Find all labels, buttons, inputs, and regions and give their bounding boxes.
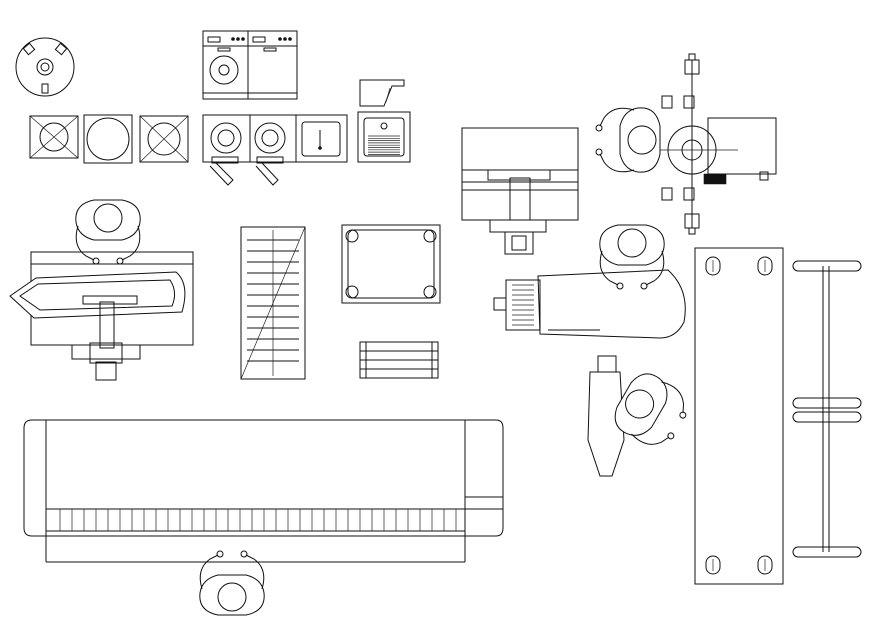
utility-sink-block <box>358 112 410 162</box>
square-units-block <box>30 115 188 163</box>
sleeve-board-block <box>588 356 624 476</box>
garment-press-block <box>462 128 578 254</box>
long-table-block <box>695 248 783 584</box>
operator-figure <box>608 367 696 455</box>
drying-rack-block <box>360 342 438 378</box>
operator-figure <box>76 200 140 264</box>
press-operator-block <box>494 270 685 338</box>
rotary-machine-block <box>650 54 776 234</box>
washer-extractor-block <box>203 31 297 99</box>
operator-figure <box>200 551 264 615</box>
front-load-washer-block <box>203 115 347 185</box>
pressing-machine-block <box>10 252 193 380</box>
flatwork-ironer-block <box>24 420 503 562</box>
work-table-block <box>342 225 440 303</box>
operator-figure <box>596 108 660 172</box>
folding-table-block <box>241 227 305 379</box>
clothes-rail-block <box>793 261 861 557</box>
round-tank-block <box>16 38 74 96</box>
operator-figure-block <box>76 108 696 615</box>
operator-figure <box>600 225 664 289</box>
wall-sink-block <box>360 80 404 106</box>
